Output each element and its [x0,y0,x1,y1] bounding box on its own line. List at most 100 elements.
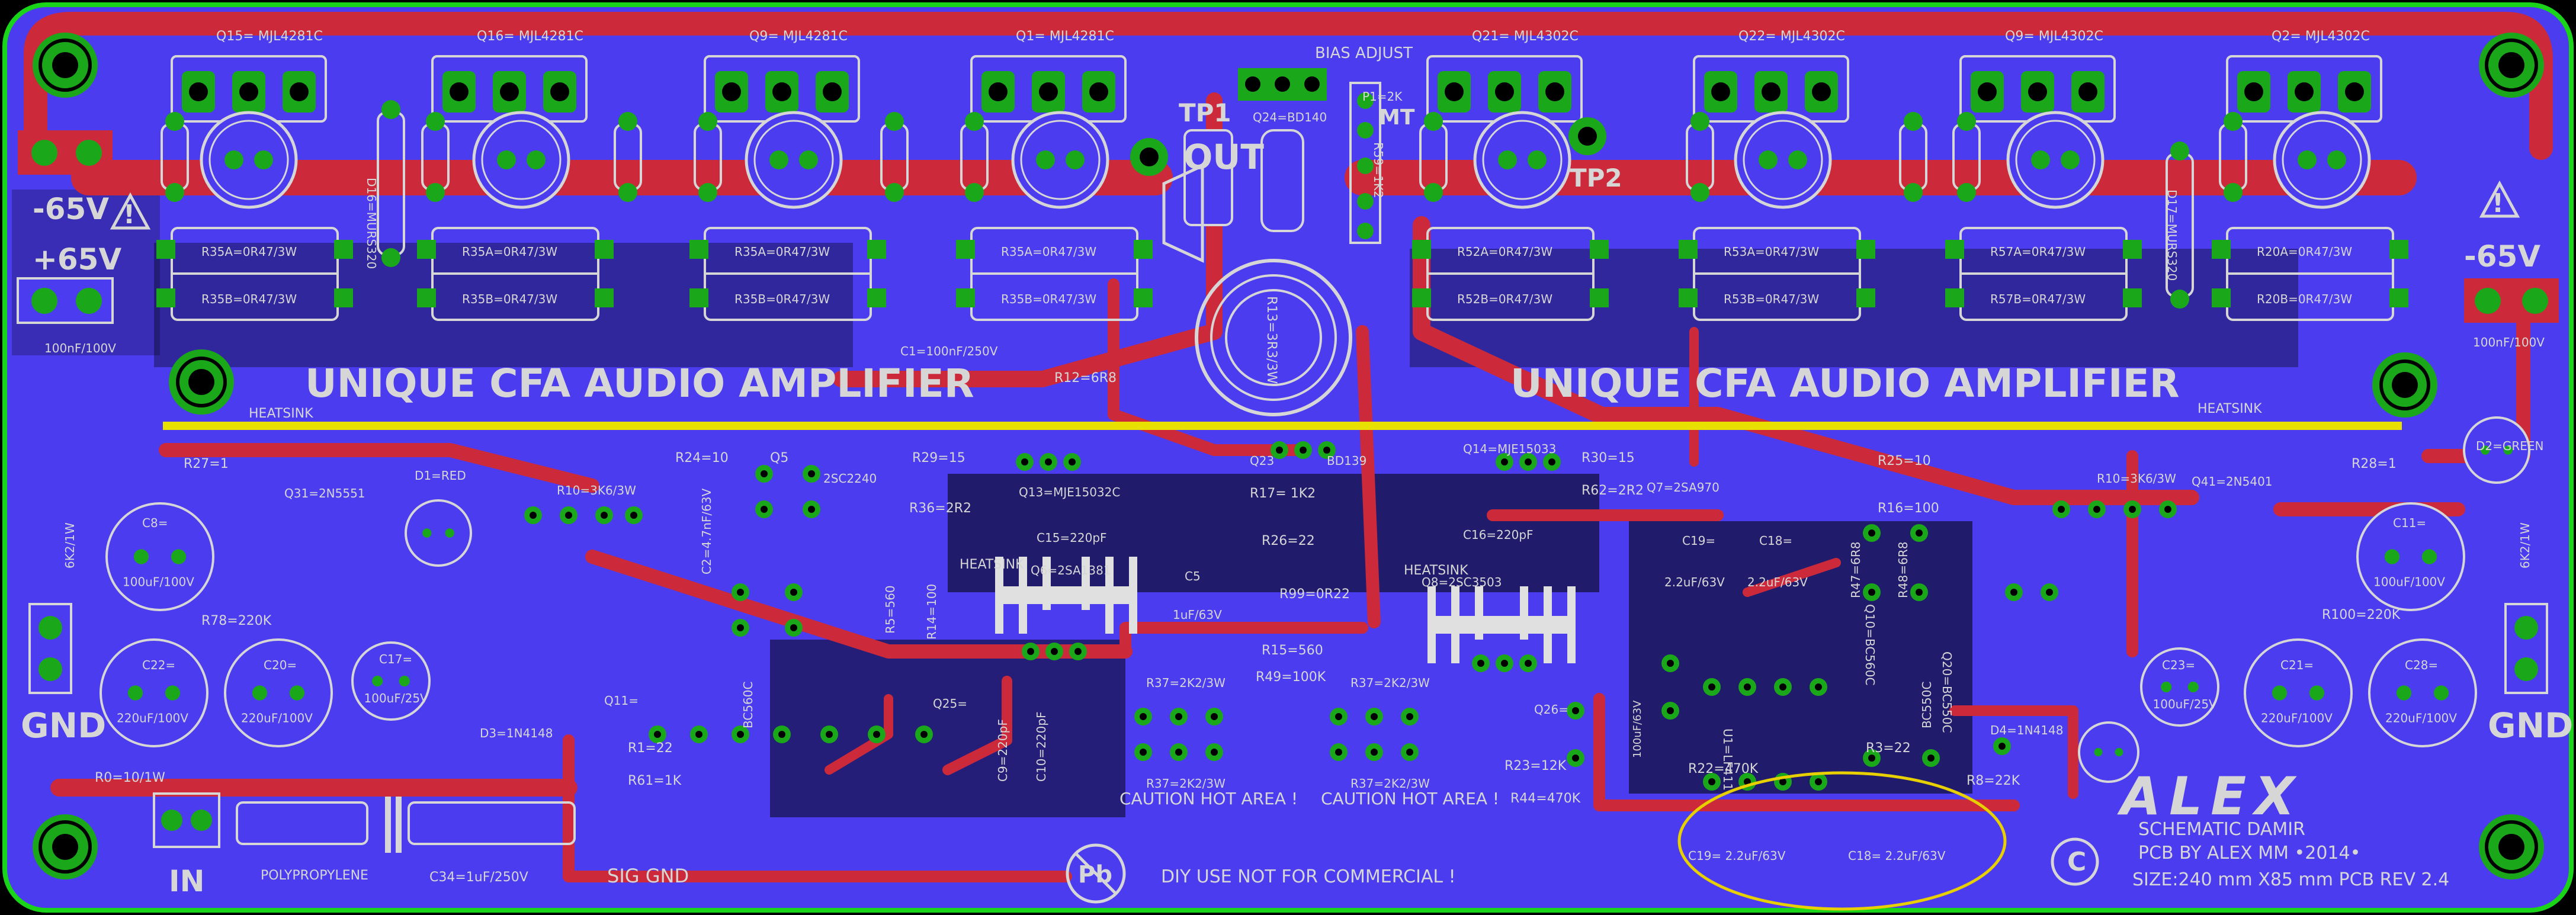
ref-r12: R12=6R8 [1054,371,1117,386]
c34-label: C34=1uF/250V [429,870,528,885]
warning-icon-left [110,192,151,230]
transistor-label-left: Q16= MJL4281C [477,29,583,44]
ref-c10pf: C10=220pF [1034,711,1048,782]
brand-logo: ALEX [2117,766,2303,827]
ref-q5: Q5 [770,451,788,465]
warning-icon-right [2479,180,2520,218]
emitter-resistor-blocks: R35A=0R47/3WR35B=0R47/3WR35A=0R47/3WR35B… [156,227,2408,321]
board-title-right: UNIQUE CFA AUDIO AMPLIFIER [1510,361,2180,406]
ref-r36: R36=2R2 [909,501,971,516]
warning-symbol-left: ! [123,200,135,230]
ref-r25: R25=10 [1878,454,1931,468]
heatsink-label-right: HEATSINK [2198,402,2262,416]
ref-r30: R30=15 [1581,451,1635,465]
c11-cap: 100uF/100V [2373,575,2445,589]
ref-c17: C17= [379,652,412,666]
polypropylene-label: POLYPROPYLENE [261,868,368,883]
ref-c24v: 100uF/63V [1631,700,1644,758]
ref-q14: Q14=MJE15033 [1463,442,1556,456]
gnd-right-label: GND [2488,705,2573,746]
ref-r78: R78=220K [201,614,272,628]
ref-r15: R15=560 [1262,643,1323,658]
emitter-res-right-b: R53B=0R47/3W [1724,292,1819,306]
in-label: IN [169,864,204,898]
ref-c23: C23= [2162,658,2195,672]
ref-c16: C16=220pF [1463,528,1534,542]
ref-heat_100nf_r: 100nF/100V [2473,335,2545,349]
heatsink-label-left: HEATSINK [249,406,313,421]
neg65v-left-label: -65V [33,192,109,226]
c8-cap: 100uF/100V [123,575,194,589]
ref-q31: Q31=2N5551 [284,486,365,500]
ref-bc550c: BC550C [1920,682,1934,728]
ref-c15: C15=220pF [1037,531,1107,545]
ref-c5: C5 [1185,569,1201,583]
copyright-circle [2051,837,2099,886]
ref-r37b: R37=2K2/3W [1350,676,1430,690]
emitter-res-left-b: R35B=0R47/3W [1001,292,1096,306]
ref-r37d: R37=2K2/3W [1350,776,1430,791]
ref-d17: D17=MURS320 [2165,190,2179,281]
small-pads [524,441,2177,791]
mounting-holes [33,33,2544,879]
ref-r59: R59=1K2 [1371,142,1385,198]
ref-c19: C19= [1682,534,1715,548]
ref-r8: R8=22K [1967,773,2020,788]
ref-d16: D16=MURS320 [364,178,378,269]
ref-c8: C8= [142,516,168,530]
emitter-res-left-a: R35A=0R47/3W [201,245,297,259]
size-rev-line: SIZE:240 mm X85 mm PCB REV 2.4 [2132,869,2449,890]
ref-r99: R99=0R22 [1279,587,1350,602]
driver-heatsinks [995,557,1576,663]
board-title-left: UNIQUE CFA AUDIO AMPLIFIER [305,361,974,406]
ref-q8: Q8=2SC3503 [1422,575,1502,589]
output-terminal [1130,117,1606,416]
emitter-res-right-a: R52A=0R47/3W [1457,245,1552,259]
ref-r17: R17= 1K2 [1250,486,1316,501]
ref-r0: R0=10/1W [95,770,165,785]
ref-r27: R27=1 [184,457,229,471]
ref-r26: R26=22 [1262,534,1315,548]
emitter-res-left-b: R35B=0R47/3W [201,292,297,306]
heatsink-label-mid-right: HEATSINK [1404,563,1468,578]
ref-r10_right: R10=3K6/3W [2097,471,2176,486]
ref-r5: R5=560 [883,585,897,634]
tp2-label: TP2 [1570,163,1622,192]
emitter-res-right-a: R53A=0R47/3W [1724,245,1819,259]
ref-r122: R1=22 [628,741,673,756]
ref-c18b: C18= 2.2uF/63V [1848,849,1946,863]
caution-label-1: CAUTION HOT AREA ! [1119,789,1298,808]
ref-r10_left: R10=3K6/3W [557,483,636,497]
c22-cap: 220uF/100V [117,711,188,725]
ref-r23: R23=12K [1504,759,1567,773]
ref-d4: D4=1N4148 [1990,723,2063,737]
ref-bc560c: BC560C [741,682,755,728]
transistor-label-right: Q21= MJL4302C [1472,29,1579,44]
ref-r47: R47=6R8 [1849,542,1863,598]
ref-r14: R14=100 [925,584,939,640]
ref-c21: C21= [2280,658,2314,672]
ref-c2sc2240: 2SC2240 [823,471,877,486]
c21-cap: 220uF/100V [2261,711,2333,725]
ref-heat_100nf_l: 100nF/100V [44,341,116,355]
c20-cap: 220uF/100V [241,711,313,725]
transistor-label-left: Q9= MJL4281C [749,29,848,44]
ref-r6k2_r: 6K2/1W [2518,522,2532,569]
gnd-left-label: GND [21,705,106,746]
ref-c2nf: C2=4.7nF/63V [700,488,714,574]
ref-q7: Q7=2SA970 [1647,480,1720,495]
silkscreen-text: UNIQUE CFA AUDIO AMPLIFIER UNIQUE CFA AU… [21,44,2573,898]
c23-cap: 100uF/25V [2153,697,2218,711]
heatsink-line [163,422,2402,430]
ref-c20: C20= [264,658,297,672]
ref-r3: R3=22 [1866,741,1911,756]
ref-r62: R62=2R2 [1581,483,1644,498]
bias-adjust-label: BIAS ADJUST [1315,44,1413,62]
ref-c9pf: C9=220pF [996,719,1010,782]
transistor-label-right: Q22= MJL4302C [1738,29,1845,44]
c17-cap: 100uF/25V [364,691,429,705]
out-label: OUT [1183,137,1264,177]
c28-cap: 220uF/100V [2385,711,2457,725]
